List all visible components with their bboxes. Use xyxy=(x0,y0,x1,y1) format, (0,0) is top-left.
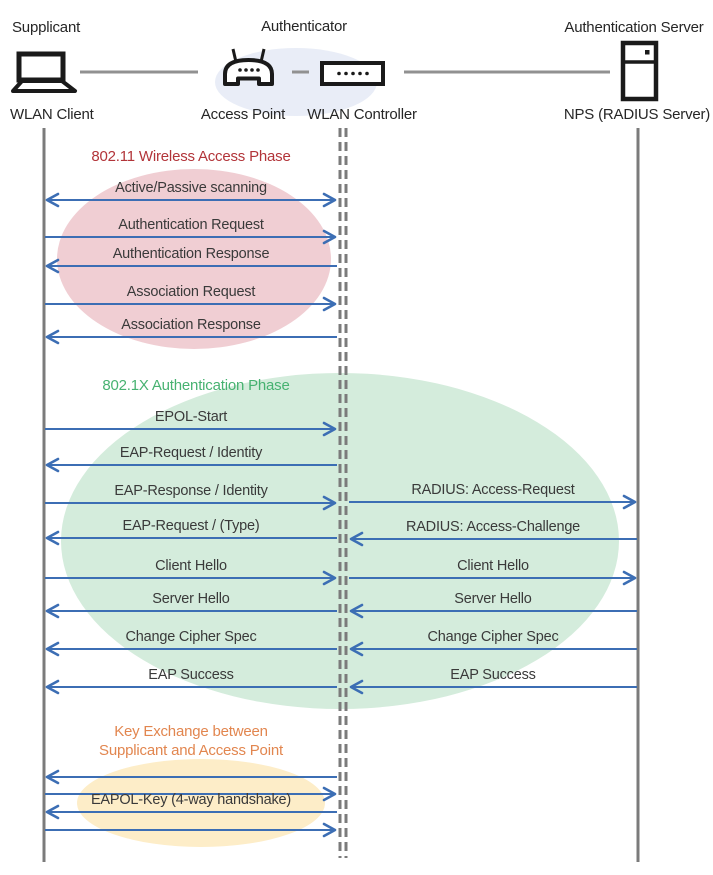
message-arrow-authentication-request-right xyxy=(45,229,337,245)
role-label-authentication-server: Authentication Server xyxy=(564,19,704,36)
message-arrow-change-cipher-spec-left-left xyxy=(45,641,337,657)
message-arrow-eapol-key-msg3-left xyxy=(45,804,337,820)
message-arrow-server-hello-right-left xyxy=(349,603,637,619)
phase2-title: 802.1X Authentication Phase xyxy=(102,377,290,394)
server-icon xyxy=(620,40,659,102)
laptop-icon xyxy=(11,51,77,93)
message-arrow-eap-request-identity-left xyxy=(45,457,337,473)
message-arrow-eapol-key-msg4-right xyxy=(45,822,337,838)
phase3-title: Key Exchange between Supplicant and Acce… xyxy=(31,722,351,760)
wlan-controller-icon xyxy=(320,61,385,86)
role-label-authenticator: Authenticator xyxy=(261,18,347,35)
message-arrow-eap-success-right-left xyxy=(349,679,637,695)
message-arrow-eap-request-type-left xyxy=(45,530,337,546)
message-arrow-eapol-key-msg2-right xyxy=(45,786,337,802)
message-arrow-epol-start-right xyxy=(45,421,337,437)
message-arrow-change-cipher-spec-right-left xyxy=(349,641,637,657)
message-arrow-eap-response-identity-right xyxy=(45,495,337,511)
node-label-access-point: Access Point xyxy=(200,106,286,123)
node-label-nps: NPS (RADIUS Server) xyxy=(563,106,711,123)
access-point-icon xyxy=(223,48,274,86)
message-arrow-radius-access-challenge-left xyxy=(349,531,637,547)
phase1-title: 802.11 Wireless Access Phase xyxy=(91,148,291,165)
node-label-wlan-controller: WLAN Controller xyxy=(307,106,417,123)
phase3-ellipse xyxy=(77,759,325,847)
phase3-title-line1: Key Exchange between xyxy=(114,723,268,740)
message-arrow-association-response-left xyxy=(45,329,337,345)
message-arrow-radius-access-request-right xyxy=(349,494,637,510)
message-arrow-eapol-key-msg1-left xyxy=(45,769,337,785)
message-arrow-authentication-response-left xyxy=(45,258,337,274)
message-arrow-association-request-right xyxy=(45,296,337,312)
node-label-wlan-client: WLAN Client xyxy=(10,106,94,123)
message-arrow-client-hello-right-right xyxy=(349,570,637,586)
role-label-supplicant: Supplicant xyxy=(12,19,81,36)
message-arrow-server-hello-left-left xyxy=(45,603,337,619)
phase3-title-line2: Supplicant and Access Point xyxy=(99,742,283,759)
message-arrow-eap-success-left-left xyxy=(45,679,337,695)
message-arrow-active-passive-scanning-both xyxy=(45,192,337,208)
message-arrow-client-hello-left-right xyxy=(45,570,337,586)
